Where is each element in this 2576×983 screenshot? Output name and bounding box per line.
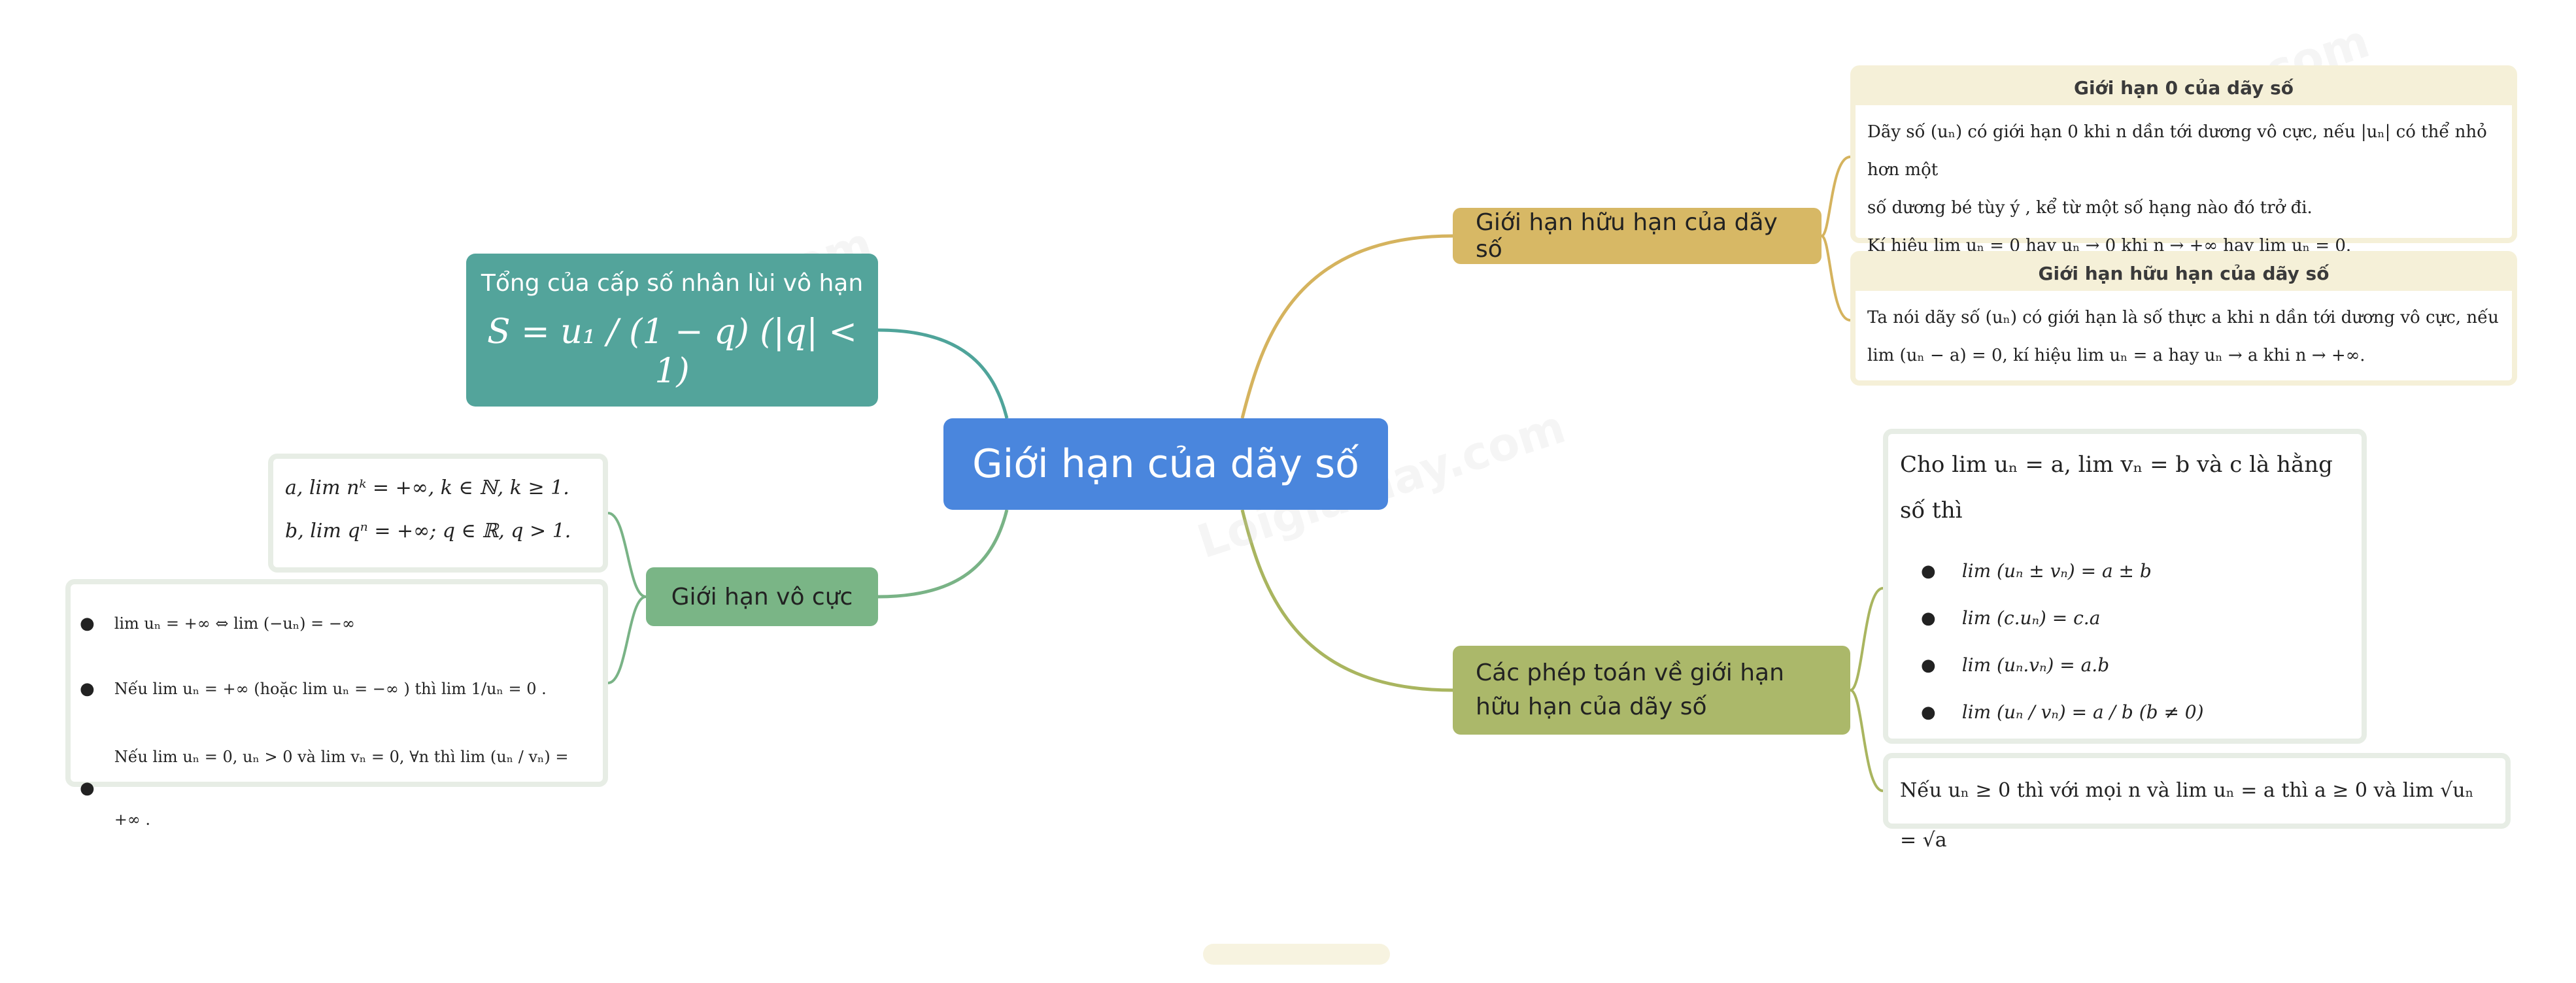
card-limit-zero-line1: Dãy số (uₙ) có giới hạn 0 khi n dần tới … (1867, 122, 2487, 180)
operation-scalar: lim (c.uₙ) = c.a (1961, 607, 2101, 629)
card-infinite-basics-line1: a, lim nᵏ = +∞, k ∈ ℕ, k ≥ 1. (285, 476, 569, 499)
card-finite-limit-title: Giới hạn hữu hạn của dãy số (1856, 256, 2512, 291)
card-finite-limit-line2: lim (uₙ − a) = 0, kí hiệu lim uₙ = a hay… (1867, 346, 2365, 365)
branch-geometric-series-label: Tổng của cấp số nhân lùi vô hạn (481, 269, 864, 297)
branch-finite-limit[interactable]: Giới hạn hữu hạn của dãy số (1453, 208, 1822, 264)
root-label: Giới hạn của dãy số (972, 441, 1359, 487)
card-limit-operations[interactable]: Cho lim uₙ = a, lim vₙ = b và c là hằng … (1883, 429, 2367, 744)
card-finite-limit[interactable]: Giới hạn hữu hạn của dãy số Ta nói dãy s… (1850, 251, 2517, 386)
card-limit-zero-title: Giới hạn 0 của dãy số (1856, 71, 2512, 105)
card-sqrt-limit[interactable]: Nếu uₙ ≥ 0 thì với mọi n và lim uₙ = a t… (1883, 753, 2511, 852)
bullet-icon: ● (80, 614, 95, 633)
bullet-icon: ● (1921, 561, 1936, 581)
operation-item: ● lim (uₙ / vₙ) = a / b (b ≠ 0) (1888, 689, 2362, 736)
card-infinite-rules[interactable]: ● lim uₙ = +∞ ⇔ lim (−uₙ) = −∞ ● Nếu lim u… (65, 579, 608, 829)
card-limit-operations-intro: Cho lim uₙ = a, lim vₙ = b và c là hằng … (1900, 452, 2333, 524)
branch-infinite-limit-label: Giới hạn vô cực (671, 583, 853, 610)
bullet-icon: ● (1921, 608, 1936, 628)
geometric-series-formula: S = u₁ / (1 − q) (|q| < 1) (487, 312, 857, 391)
branch-finite-limit-label: Giới hạn hữu hạn của dãy số (1476, 209, 1778, 263)
card-infinite-basics-line2: b, lim qⁿ = +∞; q ∈ ℝ, q > 1. (285, 520, 571, 542)
bullet-icon: ● (1921, 656, 1936, 675)
faded-footer-mark (1203, 944, 1390, 965)
rule-1: lim uₙ = +∞ ⇔ lim (−uₙ) = −∞ (114, 614, 355, 633)
bullet-icon: ● (80, 778, 95, 798)
card-finite-limit-line1: Ta nói dãy số (uₙ) có giới hạn là số thự… (1867, 308, 2499, 327)
branch-infinite-limit[interactable]: Giới hạn vô cực (646, 567, 878, 626)
card-infinite-basics[interactable]: a, lim nᵏ = +∞, k ∈ ℕ, k ≥ 1. b, lim qⁿ … (268, 454, 608, 573)
bullet-icon: ● (1921, 703, 1936, 722)
operation-product: lim (uₙ.vₙ) = a.b (1961, 654, 2110, 676)
branch-limit-operations-label: Các phép toán về giới hạn hữu hạn của dã… (1476, 659, 1784, 720)
operation-quotient: lim (uₙ / vₙ) = a / b (b ≠ 0) (1961, 701, 2204, 723)
rule-3: Nếu lim uₙ = 0, uₙ > 0 và lim vₙ = 0, ∀n… (114, 748, 569, 829)
card-limit-zero[interactable]: Giới hạn 0 của dãy số Dãy số (uₙ) có giớ… (1850, 65, 2517, 256)
card-limit-zero-line2: số dương bé tùy ý , kể từ một số hạng nà… (1867, 198, 2313, 218)
branch-limit-operations[interactable]: Các phép toán về giới hạn hữu hạn của dã… (1453, 646, 1850, 735)
rule-item: ● lim uₙ = +∞ ⇔ lim (−uₙ) = −∞ (71, 592, 603, 655)
rule-item: ● Nếu lim uₙ = 0, uₙ > 0 và lim vₙ = 0, ∀… (71, 723, 603, 854)
rule-2: Nếu lim uₙ = +∞ (hoặc lim uₙ = −∞ ) thì … (114, 680, 547, 698)
bullet-icon: ● (80, 679, 95, 699)
operation-item: ● lim (c.uₙ) = c.a (1888, 595, 2362, 642)
rule-item: ● Nếu lim uₙ = +∞ (hoặc lim uₙ = −∞ ) thì… (71, 655, 603, 723)
card-sqrt-limit-text: Nếu uₙ ≥ 0 thì với mọi n và lim uₙ = a t… (1900, 779, 2474, 852)
branch-geometric-series-sum[interactable]: Tổng của cấp số nhân lùi vô hạn S = u₁ /… (466, 254, 878, 407)
operation-item: ● lim (uₙ.vₙ) = a.b (1888, 642, 2362, 689)
operation-item: ● lim (uₙ ± vₙ) = a ± b (1888, 548, 2362, 595)
root-node[interactable]: Giới hạn của dãy số (943, 418, 1388, 510)
operation-sum: lim (uₙ ± vₙ) = a ± b (1961, 560, 2152, 582)
